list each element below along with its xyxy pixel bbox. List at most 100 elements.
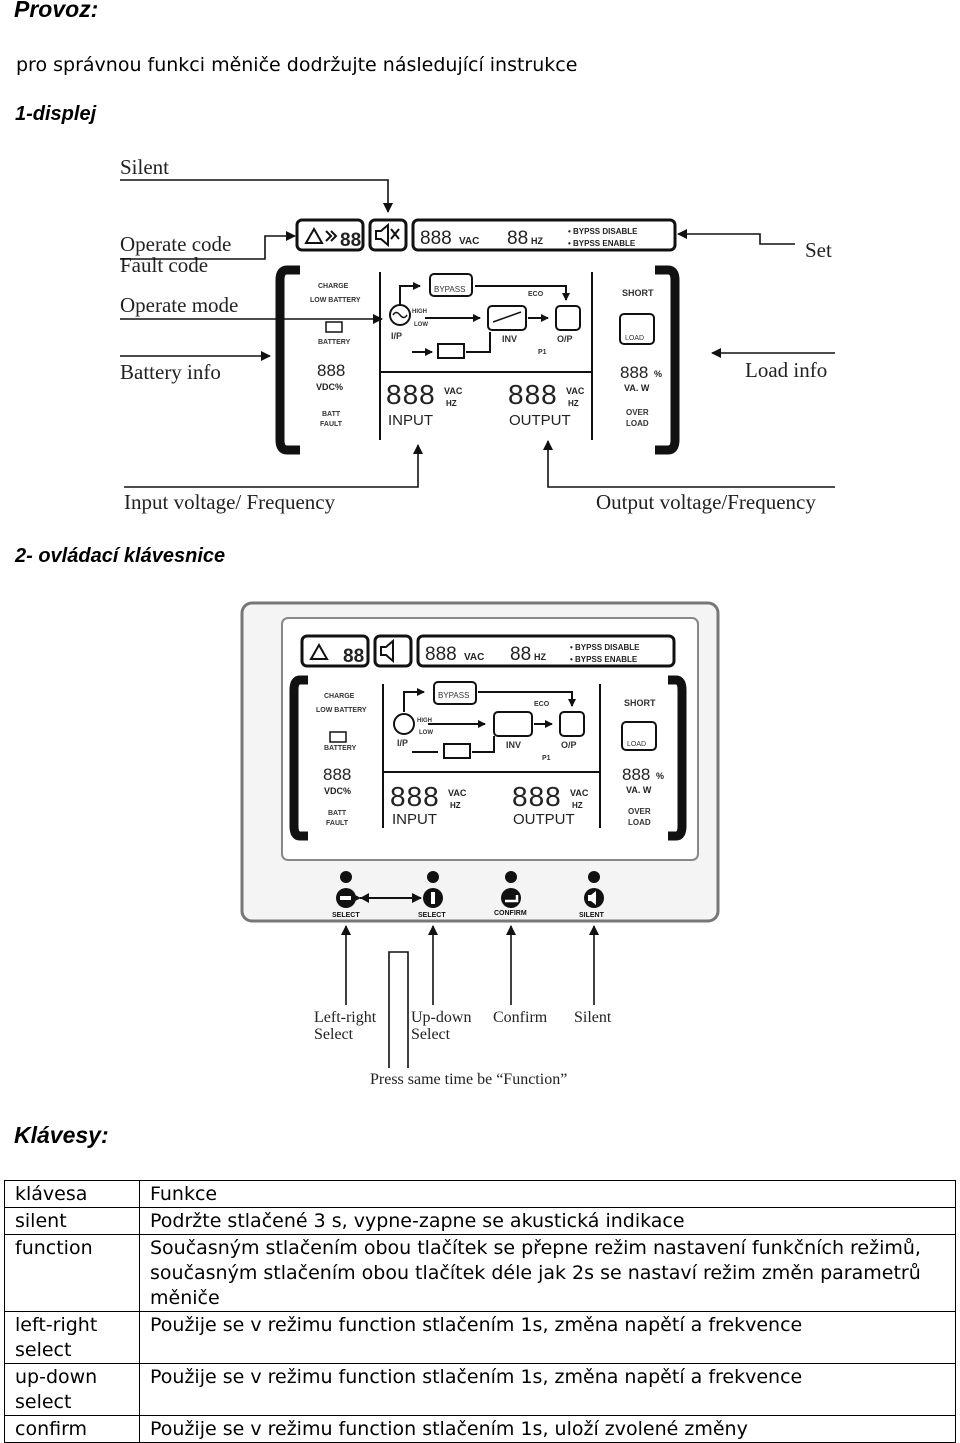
svg-text:BYPASS: BYPASS <box>438 691 469 700</box>
svg-text:VAC: VAC <box>448 788 467 798</box>
svg-text:HZ: HZ <box>534 652 546 662</box>
svg-text:LOW: LOW <box>419 730 433 736</box>
up-down-select-button[interactable]: SELECT <box>418 888 446 919</box>
keypad-buttons: SELECT SELECT CONFIRM SILENT <box>332 871 605 919</box>
label-operate-mode: Operate mode <box>120 293 238 317</box>
label-operate-code: Operate code <box>120 232 231 256</box>
battery-digits: 888 <box>317 361 345 380</box>
function-cell: Podržte stlačené 3 s, vypne-zapne se aku… <box>139 1207 956 1235</box>
label-silent: Silent <box>120 155 169 179</box>
warning-icon <box>304 226 324 244</box>
key-cell: left-right select <box>4 1311 140 1364</box>
svg-text:888: 888 <box>425 644 457 665</box>
svg-text:FAULT: FAULT <box>326 820 349 827</box>
silent-button[interactable]: SILENT <box>579 888 605 919</box>
svg-text:VDC%: VDC% <box>316 382 343 392</box>
svg-text:SELECT: SELECT <box>418 912 446 919</box>
label-fault-code: Fault code <box>120 253 208 277</box>
svg-text:%: % <box>656 771 664 781</box>
svg-text:888: 888 <box>323 765 351 784</box>
svg-text:LOW BATTERY: LOW BATTERY <box>310 297 361 304</box>
svg-text:HIGH: HIGH <box>417 718 432 724</box>
output-digits: 888 <box>508 379 558 410</box>
table-row: up-down select Použije se v režimu funct… <box>4 1363 956 1416</box>
svg-text:LOAD: LOAD <box>627 741 646 748</box>
svg-text:SELECT: SELECT <box>332 912 360 919</box>
svg-text:FAULT: FAULT <box>320 421 343 428</box>
table-header-row: klávesa Funkce <box>4 1180 956 1208</box>
svg-text:%: % <box>654 369 662 379</box>
speaker-mute-icon <box>375 222 389 248</box>
key-cell: function <box>4 1234 140 1312</box>
svg-text:VAC: VAC <box>566 386 585 396</box>
display-diagram: Silent Operate code Fault code Operate m… <box>120 155 835 514</box>
svg-text:BYPASS: BYPASS <box>434 285 465 294</box>
svg-text:OUTPUT: OUTPUT <box>513 811 575 828</box>
svg-text:LOW: LOW <box>414 322 428 328</box>
svg-text:ECO: ECO <box>528 291 544 298</box>
function-cell: Použije se v režimu function stlačením 1… <box>139 1363 956 1416</box>
led-indicator <box>427 871 439 883</box>
svg-text:• BYPSS ENABLE: • BYPSS ENABLE <box>570 655 638 664</box>
keypad-diagram: 88 888 VAC 88 HZ • BYPSS DISABLE • BYPSS… <box>240 601 720 1088</box>
led-indicator <box>340 871 352 883</box>
callout-arrows <box>120 179 835 488</box>
svg-text:CONFIRM: CONFIRM <box>494 910 527 917</box>
set-voltage-digits: 888 <box>420 228 452 249</box>
svg-text:BATT: BATT <box>322 411 341 418</box>
svg-text:SHORT: SHORT <box>622 288 654 298</box>
svg-text:CHARGE: CHARGE <box>318 283 349 290</box>
chevron-right-icon <box>325 230 338 242</box>
svg-text:VAC: VAC <box>570 788 589 798</box>
svg-text:888: 888 <box>390 781 440 812</box>
key-cell: silent <box>4 1207 140 1235</box>
load-icon <box>619 313 655 345</box>
svg-text:HZ: HZ <box>450 801 461 810</box>
label-silent: Silent <box>574 1009 612 1026</box>
input-digits: 888 <box>386 379 436 410</box>
svg-text:BATTERY: BATTERY <box>324 745 357 752</box>
label-up-down: Up-down <box>411 1009 471 1026</box>
label-up-down-select: Select <box>411 1026 451 1043</box>
svg-text:INV: INV <box>506 740 521 750</box>
set-frequency-digits: 88 <box>507 228 528 249</box>
label-output-vf: Output voltage/Frequency <box>596 490 816 514</box>
speaker-icon <box>588 891 596 905</box>
svg-text:888: 888 <box>622 765 650 784</box>
led-indicator <box>505 871 517 883</box>
svg-text:HIGH: HIGH <box>412 309 427 315</box>
svg-text:• BYPSS DISABLE: • BYPSS DISABLE <box>568 227 638 236</box>
warning-icon <box>309 642 329 660</box>
svg-text:HZ: HZ <box>572 801 583 810</box>
output-label: OUTPUT <box>509 412 571 429</box>
load-digits: 888 <box>620 363 648 382</box>
svg-text:888: 888 <box>512 781 562 812</box>
svg-text:LOAD: LOAD <box>625 335 644 342</box>
function-cell: Použije se v režimu function stlačením 1… <box>139 1311 956 1364</box>
svg-text:BATTERY: BATTERY <box>318 339 351 346</box>
table-row: function Současným stlačením obou tlačít… <box>4 1234 956 1312</box>
speaker-mute-icon <box>380 638 394 664</box>
svg-text:HZ: HZ <box>568 399 579 408</box>
svg-text:I/P: I/P <box>397 738 408 748</box>
svg-text:HZ: HZ <box>446 399 457 408</box>
svg-text:ECO: ECO <box>534 701 550 708</box>
enter-icon <box>505 895 519 903</box>
minus-icon <box>340 896 352 900</box>
label-left-right-select: Select <box>314 1026 354 1043</box>
svg-text:VAC: VAC <box>464 652 484 663</box>
key-cell: up-down select <box>4 1363 140 1416</box>
section-keypad-heading: 2- ovládací klávesnice <box>15 545 226 567</box>
label-press-same-time: Press same time be “Function” <box>370 1071 567 1088</box>
svg-text:VDC%: VDC% <box>324 786 351 796</box>
bar-icon <box>431 892 435 904</box>
input-label: INPUT <box>388 412 433 429</box>
section-keys-heading: Klávesy: <box>14 1122 109 1148</box>
svg-text:SILENT: SILENT <box>579 912 605 919</box>
svg-text:O/P: O/P <box>561 740 577 750</box>
confirm-button[interactable]: CONFIRM <box>494 888 527 917</box>
svg-text:88: 88 <box>343 646 364 667</box>
header-function: Funkce <box>139 1180 956 1208</box>
header-key: klávesa <box>4 1180 140 1208</box>
svg-text:HZ: HZ <box>531 236 543 246</box>
